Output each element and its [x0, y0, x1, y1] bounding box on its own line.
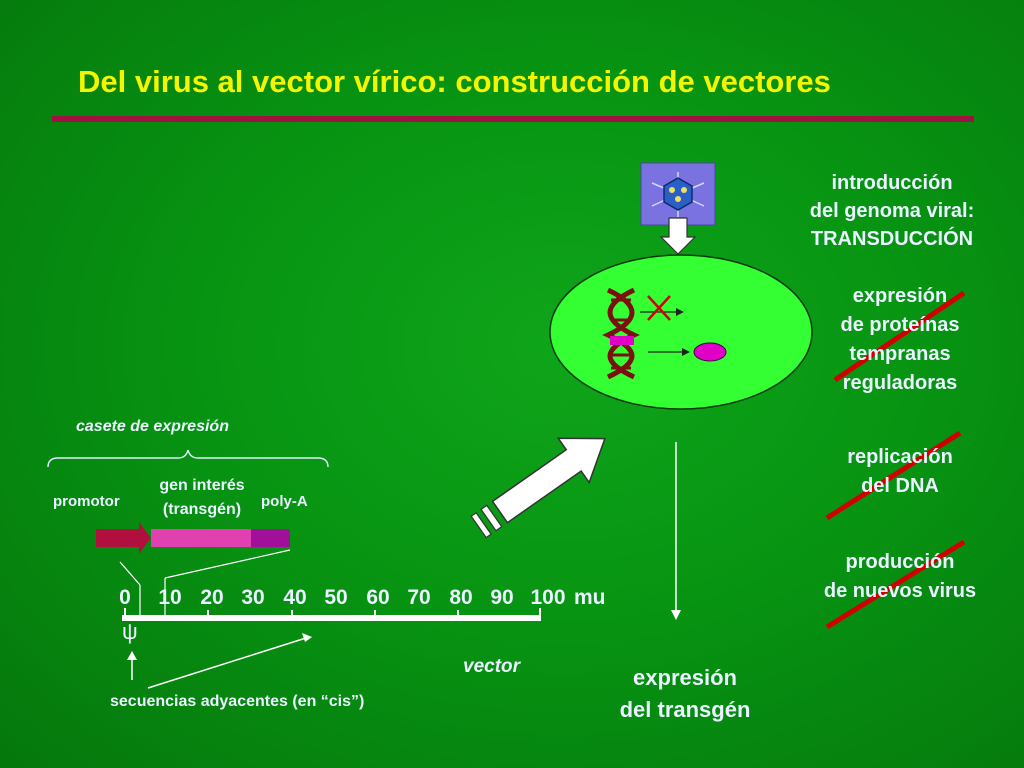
map-tick-label: 30 — [241, 586, 265, 609]
virus-production-line1: producción — [845, 551, 955, 573]
expression-cassette — [96, 522, 290, 554]
map-tick-label: 100 — [530, 586, 566, 609]
vector-delivery-arrow-icon — [470, 437, 606, 539]
map-tick-label: 90 — [490, 586, 514, 609]
cassette-label: casete de expresión — [76, 418, 229, 435]
map-tick-label: 70 — [407, 586, 431, 609]
map-tick-label: 80 — [449, 586, 473, 609]
entry-arrow-icon — [659, 217, 697, 255]
host-cell — [549, 254, 813, 410]
virus-icon — [640, 162, 716, 226]
transduction-line2: del genoma viral: — [809, 200, 975, 222]
map-unit-label: mu — [574, 586, 606, 609]
transgene-expression-line1: expresión — [633, 665, 737, 690]
map-tick-label: 20 — [200, 586, 224, 609]
flanking-sequences-label: secuencias adyacentes (en “cis”) — [110, 693, 365, 710]
early-proteins-line4: reguladoras — [842, 372, 958, 394]
psi-label: ψ — [122, 619, 138, 644]
promoter-label: promotor — [53, 493, 120, 510]
slide-title: Del virus al vector vírico: construcción… — [78, 64, 831, 99]
transgene-protein — [693, 342, 727, 362]
gene-label-line1: gen interés — [159, 477, 245, 494]
early-proteins-line3: tempranas — [849, 343, 951, 365]
insert-line-left — [119, 561, 141, 586]
map-tick-label: 50 — [324, 586, 348, 609]
vector-label: vector — [463, 656, 521, 677]
transgene-expression-line2: del transgén — [619, 697, 751, 722]
map-tick-label: 60 — [366, 586, 390, 609]
virus-production-line2: de nuevos virus — [823, 580, 977, 602]
strike-virus-production — [825, 539, 966, 630]
dna-helix-icon — [602, 287, 640, 380]
strike-replication — [825, 430, 962, 521]
map-tick-label: 10 — [158, 586, 182, 609]
insert-line-right — [164, 549, 291, 579]
transduction-line3: TRANSDUCCIÓN — [810, 228, 974, 250]
cassette-brace — [47, 449, 329, 468]
replication-line2: del DNA — [861, 475, 939, 497]
transduction-line1: introducción — [831, 172, 953, 194]
map-tick-label: 40 — [283, 586, 307, 609]
map-tick-label: 0 — [119, 586, 131, 609]
genome-map-bar — [122, 608, 541, 621]
title-underline — [52, 116, 974, 122]
polya-label: poly-A — [261, 493, 308, 510]
replication-line1: replicación — [847, 446, 953, 468]
gene-label-line2: (transgén) — [162, 501, 242, 518]
early-proteins-line1: expresión — [852, 285, 948, 307]
strike-early-proteins — [833, 290, 966, 383]
blocked-expression-arrow — [640, 295, 684, 321]
transgene-insert — [610, 336, 634, 345]
early-proteins-line2: de proteínas — [840, 314, 960, 336]
right-flank-arrow — [147, 637, 307, 689]
